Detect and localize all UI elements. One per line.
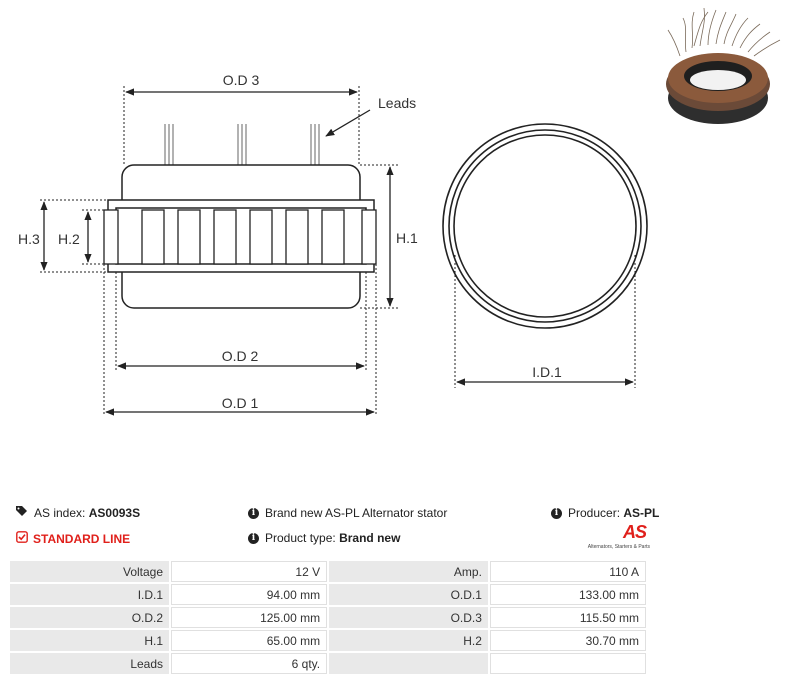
table-row: I.D.1 94.00 mm O.D.1 133.00 mm — [10, 584, 646, 605]
product-type-label: Product type: — [265, 531, 336, 545]
stator-front-view — [442, 123, 648, 329]
description-text: Brand new AS-PL Alternator stator — [265, 506, 448, 520]
od1-label: O.D 1 — [222, 395, 259, 411]
spec-value: 133.00 mm — [489, 584, 646, 605]
h3-label: H.3 — [18, 231, 40, 247]
logo-mark: AS — [622, 522, 647, 542]
h2-label: H.2 — [58, 231, 80, 247]
producer-row: i Producer: AS-PL — [551, 506, 659, 520]
standard-line-label: STANDARD LINE — [33, 531, 131, 546]
dimension-arrows — [40, 88, 634, 416]
leads-wires — [164, 124, 320, 165]
spec-value — [489, 653, 646, 674]
spec-label: H.2 — [329, 630, 488, 651]
stator-slots — [103, 209, 377, 265]
tags-icon — [16, 506, 29, 520]
spec-label: Leads — [10, 653, 170, 674]
table-row: H.1 65.00 mm H.2 30.70 mm — [10, 630, 646, 651]
od3-label: O.D 3 — [223, 72, 260, 88]
spec-label: H.1 — [10, 630, 170, 651]
as-pl-logo: AS Alternators, Starters & Parts — [584, 522, 650, 552]
info-icon: i — [248, 532, 259, 544]
spec-label: O.D.1 — [329, 584, 488, 605]
spec-label: I.D.1 — [10, 584, 170, 605]
description-row: i Brand new AS-PL Alternator stator — [248, 506, 447, 520]
product-type-row: i Product type: Brand new — [248, 531, 400, 545]
technical-drawing: O.D 3 Leads H.3 H.2 H.1 O.D 2 O.D 1 I.D.… — [18, 7, 781, 416]
as-index-value: AS0093S — [88, 506, 141, 520]
as-index-label: AS index: — [34, 506, 86, 520]
spec-value: 12 V — [171, 561, 328, 582]
spec-label: Voltage — [10, 561, 170, 582]
spec-value: 65.00 mm — [171, 630, 328, 651]
stator-photo — [666, 7, 781, 124]
checkbox-icon — [16, 531, 28, 546]
extension-lines — [40, 86, 636, 416]
spec-value: 125.00 mm — [171, 607, 328, 628]
logo-subtitle: Alternators, Starters & Parts — [587, 544, 650, 550]
spec-label: Amp. — [329, 561, 488, 582]
od2-label: O.D 2 — [222, 348, 259, 364]
spec-value: 6 qty. — [171, 653, 328, 674]
table-row: O.D.2 125.00 mm O.D.3 115.50 mm — [10, 607, 646, 628]
as-index-row: AS index: AS0093S — [16, 506, 140, 520]
table-row: Voltage 12 V Amp. 110 A — [10, 561, 646, 582]
id1-label: I.D.1 — [532, 364, 562, 380]
h1-label: H.1 — [396, 230, 418, 246]
spec-label — [329, 653, 488, 674]
spec-value: 94.00 mm — [171, 584, 328, 605]
standard-line-row: STANDARD LINE — [16, 531, 130, 546]
spec-value: 110 A — [489, 561, 646, 582]
spec-value: 115.50 mm — [489, 607, 646, 628]
producer-value: AS-PL — [623, 506, 660, 520]
leads-label: Leads — [378, 95, 416, 111]
spec-label: O.D.2 — [10, 607, 170, 628]
table-row: Leads 6 qty. — [10, 653, 646, 674]
spec-value: 30.70 mm — [489, 630, 646, 651]
spec-label: O.D.3 — [329, 607, 488, 628]
producer-label: Producer: — [568, 506, 621, 520]
specs-table: Voltage 12 V Amp. 110 A I.D.1 94.00 mm O… — [8, 559, 648, 676]
info-icon: i — [551, 507, 562, 519]
info-icon: i — [248, 507, 259, 519]
product-type-value: Brand new — [339, 531, 401, 545]
